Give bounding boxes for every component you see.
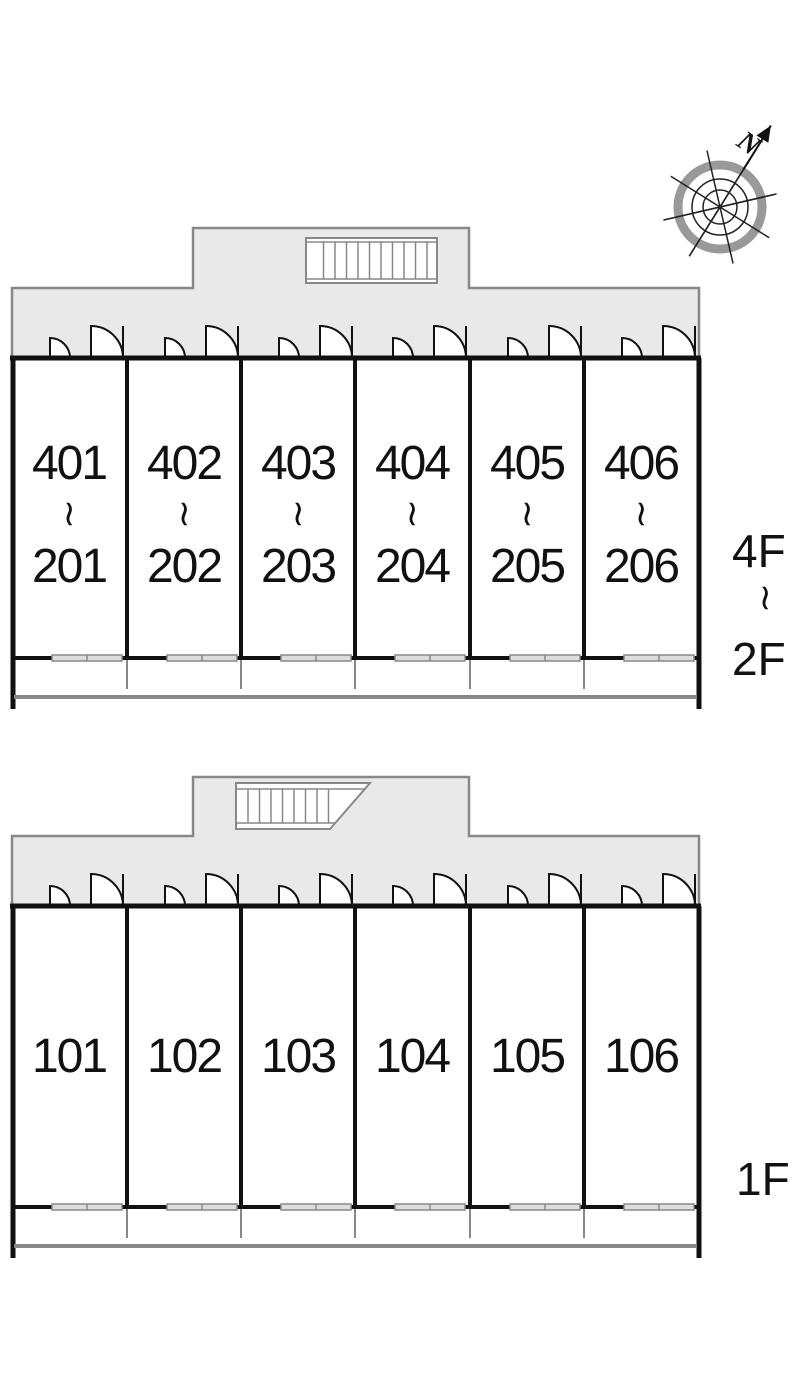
floor-label-top: 4F <box>732 525 786 577</box>
door-swing-small <box>49 336 71 359</box>
door-swing-small <box>621 336 643 359</box>
door-swing-small <box>621 884 643 907</box>
staircase <box>235 782 373 830</box>
door-swing-small <box>278 336 300 359</box>
unit-number-upper-top: 401 <box>31 437 108 490</box>
compass-inner-ring <box>691 178 749 236</box>
unit-number-ground: 101 <box>31 1030 108 1083</box>
door-swing-small <box>392 336 414 359</box>
unit-number-upper-bottom: 201 <box>31 540 108 593</box>
door-swing-small <box>49 884 71 907</box>
unit-number-upper-bottom: 204 <box>374 540 451 593</box>
door-swing-small <box>392 884 414 907</box>
unit-number-upper-top: 406 <box>603 437 680 490</box>
unit-number-upper-top: 404 <box>374 437 451 490</box>
floor-label-bottom: 2F <box>732 633 786 685</box>
unit-number-upper-top: 405 <box>489 437 566 490</box>
door-swing-small <box>278 884 300 907</box>
staircase <box>305 237 438 284</box>
door-swing-small <box>507 884 529 907</box>
door-swing-small <box>507 336 529 359</box>
unit-number-upper-top: 402 <box>146 437 223 490</box>
compass-arrow-head <box>756 125 771 143</box>
unit-number-ground: 106 <box>603 1030 680 1083</box>
unit-number-ground: 102 <box>146 1030 223 1083</box>
unit-number-upper-bottom: 203 <box>260 540 337 593</box>
compass-inner-ring <box>702 189 738 225</box>
unit-number-upper-bottom: 202 <box>146 540 223 593</box>
compass-ring <box>673 160 767 254</box>
compass-spoke <box>663 193 777 221</box>
unit-number-upper-bottom: 206 <box>603 540 680 593</box>
unit-number-upper-bottom: 205 <box>489 540 566 593</box>
unit-number-upper-top: 403 <box>260 437 337 490</box>
unit-number-ground: 105 <box>489 1030 566 1083</box>
door-swing-small <box>164 884 186 907</box>
floor-label-ground: 1F <box>736 1153 790 1205</box>
unit-number-ground: 104 <box>374 1030 451 1083</box>
door-swing-small <box>164 336 186 359</box>
unit-number-ground: 103 <box>260 1030 337 1083</box>
